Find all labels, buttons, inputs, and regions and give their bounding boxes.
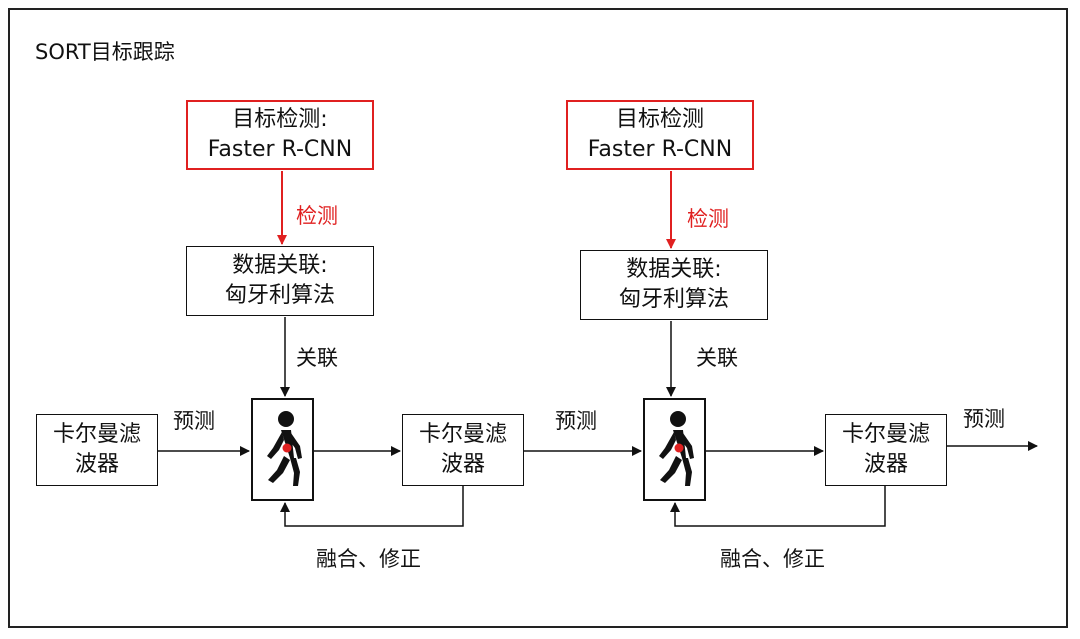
association-box-1-line2: 匈牙利算法 bbox=[224, 283, 335, 308]
detector-box-2-line2: Faster R-CNN bbox=[587, 137, 733, 162]
predict-label-2: 预测 bbox=[555, 409, 597, 433]
kalman-filter-box-3-line2: 波器 bbox=[863, 452, 908, 477]
detect-label-1: 检测 bbox=[296, 204, 338, 228]
detector-box-1-line2: Faster R-CNN bbox=[207, 137, 353, 162]
kalman-filter-box-3-line1: 卡尔曼滤 bbox=[841, 422, 930, 447]
kalman-filter-box-1-line2: 波器 bbox=[74, 452, 119, 477]
target-box-1 bbox=[251, 398, 314, 501]
detector-box-2-line1: 目标检测 bbox=[615, 107, 704, 132]
association-box-1-line1: 数据关联: bbox=[232, 253, 328, 278]
predict-label-1: 预测 bbox=[173, 409, 215, 433]
walking-person-icon bbox=[659, 411, 694, 486]
detector-box-2: 目标检测 Faster R-CNN bbox=[566, 100, 754, 170]
diagram-frame bbox=[8, 8, 1068, 628]
kalman-filter-box-2-line1: 卡尔曼滤 bbox=[418, 422, 507, 447]
kalman-filter-box-2-line2: 波器 bbox=[440, 452, 485, 477]
diagram-title: SORT目标跟踪 bbox=[35, 40, 175, 64]
associate-label-2: 关联 bbox=[696, 346, 738, 370]
associate-label-1: 关联 bbox=[296, 346, 338, 370]
kalman-filter-box-1: 卡尔曼滤 波器 bbox=[36, 414, 158, 486]
association-box-1: 数据关联: 匈牙利算法 bbox=[186, 246, 374, 316]
target-box-2 bbox=[643, 398, 706, 501]
fuse-correct-label-1: 融合、修正 bbox=[316, 547, 421, 571]
kalman-filter-box-2: 卡尔曼滤 波器 bbox=[402, 414, 524, 486]
detect-label-2: 检测 bbox=[687, 207, 729, 231]
walking-person-icon bbox=[267, 411, 302, 486]
feedback-arrow-2 bbox=[670, 486, 886, 527]
fuse-correct-label-2: 融合、修正 bbox=[720, 547, 825, 571]
association-box-2: 数据关联: 匈牙利算法 bbox=[580, 250, 768, 320]
association-box-2-line1: 数据关联: bbox=[626, 257, 722, 282]
feedback-arrow-1 bbox=[280, 486, 464, 527]
detector-box-1-line1: 目标检测: bbox=[232, 107, 328, 132]
kalman-filter-box-3: 卡尔曼滤 波器 bbox=[825, 414, 947, 486]
association-box-2-line2: 匈牙利算法 bbox=[618, 287, 729, 312]
detector-box-1: 目标检测: Faster R-CNN bbox=[186, 100, 374, 170]
kalman-filter-box-1-line1: 卡尔曼滤 bbox=[52, 422, 141, 447]
predict-label-3: 预测 bbox=[963, 407, 1005, 431]
